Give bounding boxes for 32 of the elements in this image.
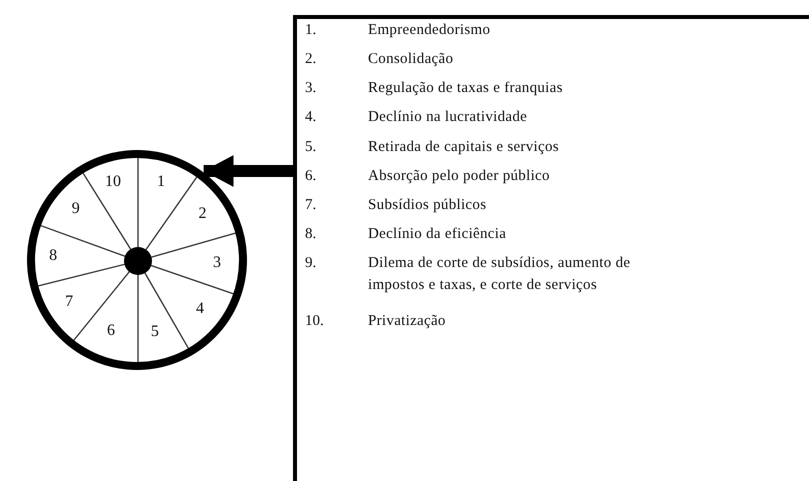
item-number: 5. (305, 138, 318, 157)
item-number: 2. (305, 50, 318, 69)
item-number: 10. (305, 312, 325, 331)
item-number: 9. (305, 254, 318, 273)
item-number: 8. (305, 225, 318, 244)
item-number: 7. (305, 196, 318, 215)
item-text: Declínio na lucratividade (368, 108, 528, 127)
item-text: Privatização (368, 312, 447, 331)
list-panel (293, 15, 809, 481)
sector-number: 10 (105, 172, 122, 191)
sector-number: 6 (107, 322, 115, 340)
item-text: Declínio da eficiência (368, 225, 508, 244)
item-number: 3. (305, 79, 318, 98)
sector-number: 7 (65, 293, 74, 312)
item-text: Empreendedorismo (368, 21, 492, 40)
item-text: Dilema de corte de subsídios, aumento de impostos e taxas, e corte de serviços (368, 254, 632, 295)
arrow (204, 155, 293, 187)
sector-number: 4 (196, 300, 204, 318)
sector-number: 3 (212, 254, 221, 272)
sector-number: 8 (49, 246, 58, 265)
item-text: Absorção pelo poder público (368, 167, 551, 186)
item-number: 4. (305, 108, 318, 127)
item-text: Consolidação (368, 50, 454, 69)
sector-number: 2 (198, 205, 207, 224)
sector-number: 9 (72, 200, 80, 218)
sector-number: 1 (156, 172, 165, 191)
item-text: Regulação de taxas e franquias (368, 79, 564, 98)
item-text: Retirada de capitais e serviços (368, 138, 560, 157)
item-text: Subsídios públicos (368, 196, 488, 215)
item-number: 6. (305, 167, 318, 186)
item-number: 1. (305, 21, 318, 40)
sector-number: 5 (150, 322, 159, 341)
